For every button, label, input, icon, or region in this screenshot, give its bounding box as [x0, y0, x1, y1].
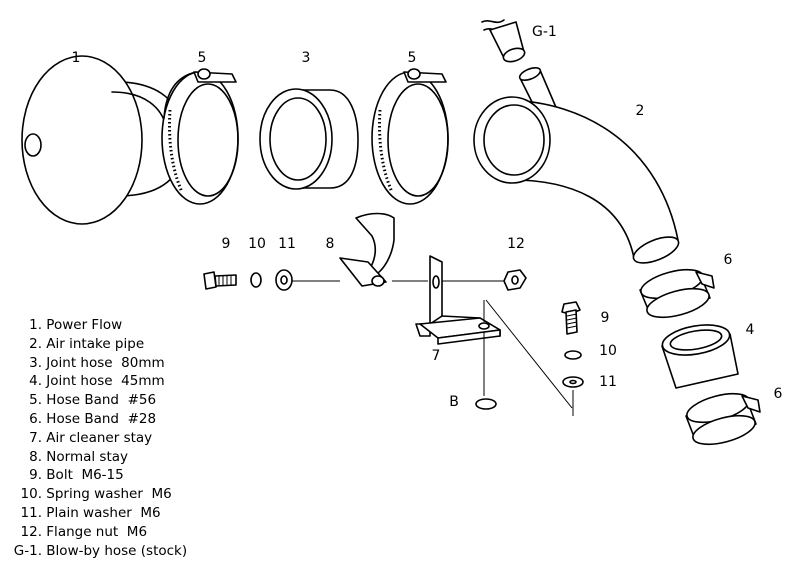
part-air-cleaner-stay [415, 255, 501, 345]
callout-g1: G-1 [532, 24, 557, 40]
callout-6-lower: 6 [774, 386, 783, 402]
legend-item: 8. Normal stay [0, 448, 250, 467]
callout-1: 1 [72, 50, 81, 66]
callout-6-upper: 6 [724, 252, 733, 268]
legend-item: 6. Hose Band #28 [0, 410, 250, 429]
legend-number: 8. [29, 448, 42, 465]
callout-8: 8 [326, 236, 335, 252]
legend-label: Power Flow [46, 317, 123, 333]
part-joint-hose-80 [259, 88, 359, 190]
legend-number: 10. [20, 486, 42, 503]
legend-number: 1. [29, 317, 42, 333]
legend-label: Plain washer M6 [46, 504, 161, 521]
legend-item: 5. Hose Band #56 [0, 391, 250, 410]
callout-9-row: 9 [222, 236, 231, 252]
part-plain-washer-row [275, 269, 293, 291]
legend-item: 3. Joint hose 80mm [0, 354, 250, 373]
mount-point-b [475, 398, 497, 410]
legend-label: Spring washer M6 [46, 486, 172, 503]
legend-item: G-1. Blow-by hose (stock) [0, 542, 250, 561]
legend-number: 12. [20, 523, 42, 540]
legend-number: 11. [20, 504, 42, 521]
callout-5-right: 5 [408, 50, 417, 66]
part-flange-nut [503, 269, 527, 291]
part-hose-band-left [161, 68, 239, 205]
legend-label: Bolt M6-15 [46, 467, 124, 484]
callout-10-row: 10 [248, 236, 266, 252]
callout-3: 3 [302, 50, 311, 66]
part-bolt-column [561, 301, 581, 335]
legend-number: 6. [29, 410, 42, 427]
legend-number: 4. [29, 373, 42, 390]
callout-9-column: 9 [601, 310, 610, 326]
legend-number: 3. [29, 354, 42, 371]
callout-11-column: 11 [599, 374, 617, 390]
legend-number: 5. [29, 392, 42, 409]
legend-label: Air intake pipe [46, 335, 145, 352]
legend-item: 4. Joint hose 45mm [0, 372, 250, 391]
assembly-line-6 [485, 299, 573, 409]
legend-item: 2. Air intake pipe [0, 335, 250, 354]
part-hose-band-lower [685, 392, 761, 446]
legend-item: 1. Power Flow [0, 316, 250, 335]
part-power-flow [21, 55, 185, 225]
legend-item: 9. Bolt M6-15 [0, 466, 250, 485]
callout-11-row: 11 [278, 236, 296, 252]
callout-12: 12 [507, 236, 525, 252]
part-plain-washer-column [562, 376, 584, 388]
legend-number: G-1. [13, 542, 42, 559]
part-joint-hose-45 [661, 324, 739, 389]
part-blow-by-hose [481, 19, 526, 63]
legend-label: Flange nut M6 [46, 523, 148, 540]
part-air-intake-pipe [473, 66, 680, 264]
part-normal-stay [339, 212, 395, 287]
legend-label: Blow-by hose (stock) [46, 542, 188, 559]
part-spring-washer-row [250, 272, 262, 288]
legend-item: 12. Flange nut M6 [0, 523, 250, 542]
legend-label: Joint hose 45mm [46, 373, 165, 390]
part-bolt-row [203, 271, 237, 290]
legend-number: 9. [29, 467, 42, 484]
legend-label: Air cleaner stay [46, 429, 153, 446]
callout-7: 7 [432, 348, 441, 364]
part-hose-band-right [371, 68, 449, 205]
callout-10-column: 10 [599, 343, 617, 359]
legend-number: 7. [29, 429, 42, 446]
legend-item: 7. Air cleaner stay [0, 429, 250, 448]
legend-number: 2. [29, 335, 42, 352]
legend-label: Normal stay [46, 448, 129, 465]
part-spring-washer-column [564, 350, 582, 360]
parts-legend: 1. Power Flow 2. Air intake pipe 3. Join… [0, 316, 250, 560]
callout-2: 2 [636, 103, 645, 119]
legend-label: Joint hose 80mm [46, 354, 165, 371]
callout-5-left: 5 [198, 50, 207, 66]
legend-label: Hose Band #28 [46, 410, 157, 427]
callout-b: B [449, 394, 459, 410]
callout-4: 4 [746, 322, 755, 338]
legend-item: 10. Spring washer M6 [0, 485, 250, 504]
legend-label: Hose Band #56 [46, 392, 157, 409]
part-hose-band-upper [639, 268, 715, 319]
legend-item: 11. Plain washer M6 [0, 504, 250, 523]
